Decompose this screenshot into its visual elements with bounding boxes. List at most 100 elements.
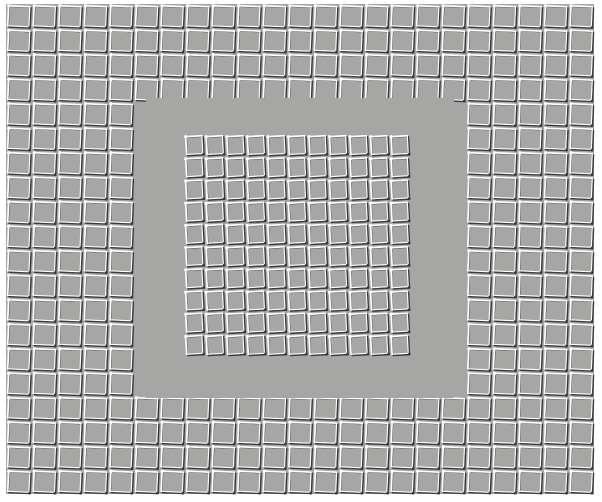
grid-segment — [591, 80, 595, 103]
grid-segment — [182, 472, 186, 495]
grid-segment — [58, 74, 81, 77]
grid-segment — [519, 222, 543, 225]
grid-node — [130, 99, 134, 103]
grid-segment — [58, 368, 81, 371]
grid-node — [407, 197, 411, 201]
grid-segment — [544, 490, 567, 493]
grid-segment — [437, 422, 440, 444]
grid-segment — [110, 323, 133, 327]
grid-segment — [468, 26, 492, 29]
grid-node — [53, 393, 57, 397]
grid-segment — [442, 78, 466, 82]
grid-segment — [442, 491, 466, 495]
grid-node — [518, 53, 522, 57]
grid-segment — [289, 287, 308, 290]
grid-node — [488, 369, 492, 372]
grid-node — [32, 469, 36, 473]
grid-segment — [7, 445, 31, 449]
grid-segment — [387, 423, 390, 446]
grid-node — [58, 347, 62, 351]
grid-segment — [369, 179, 388, 182]
grid-segment — [105, 300, 108, 322]
grid-segment — [437, 6, 440, 28]
grid-segment — [441, 49, 465, 52]
grid-node — [492, 249, 497, 253]
grid-node — [32, 175, 36, 179]
grid-segment — [130, 349, 133, 371]
grid-segment — [361, 7, 365, 29]
grid-segment — [310, 242, 329, 246]
grid-segment — [263, 26, 287, 29]
grid-segment — [462, 30, 466, 52]
grid-segment — [569, 123, 592, 126]
grid-segment — [29, 31, 32, 54]
grid-segment — [304, 246, 307, 266]
grid-segment — [519, 271, 543, 274]
grid-segment — [237, 74, 260, 77]
grid-segment — [543, 102, 547, 125]
grid-segment — [407, 180, 411, 200]
grid-node — [366, 219, 370, 223]
grid-node — [32, 28, 36, 32]
grid-segment — [462, 471, 466, 493]
grid-segment — [84, 78, 108, 82]
grid-segment — [304, 135, 307, 155]
grid-segment — [79, 128, 82, 150]
grid-node — [327, 268, 332, 272]
grid-segment — [416, 49, 439, 52]
grid-segment — [202, 180, 205, 200]
grid-segment — [492, 445, 496, 468]
grid-segment — [233, 472, 237, 495]
grid-segment — [468, 396, 491, 400]
grid-segment — [263, 418, 287, 421]
grid-segment — [468, 173, 492, 176]
grid-segment — [349, 290, 368, 293]
grid-segment — [590, 349, 593, 371]
grid-segment — [416, 29, 440, 33]
grid-segment — [184, 291, 188, 311]
grid-segment — [238, 467, 261, 470]
grid-segment — [237, 441, 260, 444]
grid-segment — [492, 78, 496, 101]
grid-node — [488, 124, 492, 127]
grid-node — [366, 352, 370, 356]
grid-segment — [314, 29, 338, 33]
grid-segment — [412, 7, 416, 29]
grid-segment — [340, 421, 364, 425]
grid-segment — [160, 49, 183, 52]
grid-node — [543, 347, 548, 351]
grid-segment — [544, 298, 568, 302]
grid-node — [565, 295, 568, 299]
grid-segment — [288, 219, 307, 222]
grid-segment — [262, 223, 266, 243]
grid-segment — [58, 323, 82, 327]
grid-node — [286, 246, 291, 250]
grid-segment — [205, 245, 224, 249]
grid-segment — [309, 398, 312, 420]
grid-segment — [83, 25, 107, 28]
grid-segment — [570, 369, 594, 372]
grid-node — [565, 197, 568, 201]
grid-segment — [591, 276, 595, 299]
grid-node — [232, 418, 236, 421]
grid-segment — [544, 347, 568, 351]
grid-segment — [83, 294, 107, 297]
grid-segment — [33, 393, 57, 397]
grid-segment — [369, 202, 373, 222]
grid-segment — [33, 295, 57, 299]
grid-node — [202, 175, 206, 178]
grid-segment — [284, 335, 288, 356]
grid-segment — [288, 241, 307, 244]
grid-segment — [237, 53, 261, 57]
grid-node — [211, 77, 215, 81]
grid-segment — [263, 269, 267, 289]
grid-segment — [570, 200, 594, 204]
grid-segment — [351, 220, 370, 224]
grid-segment — [7, 294, 30, 297]
grid-node — [590, 173, 594, 176]
grid-segment — [544, 274, 568, 278]
grid-segment — [565, 104, 568, 126]
grid-segment — [33, 369, 57, 372]
grid-node — [539, 197, 543, 201]
grid-segment — [283, 179, 286, 199]
